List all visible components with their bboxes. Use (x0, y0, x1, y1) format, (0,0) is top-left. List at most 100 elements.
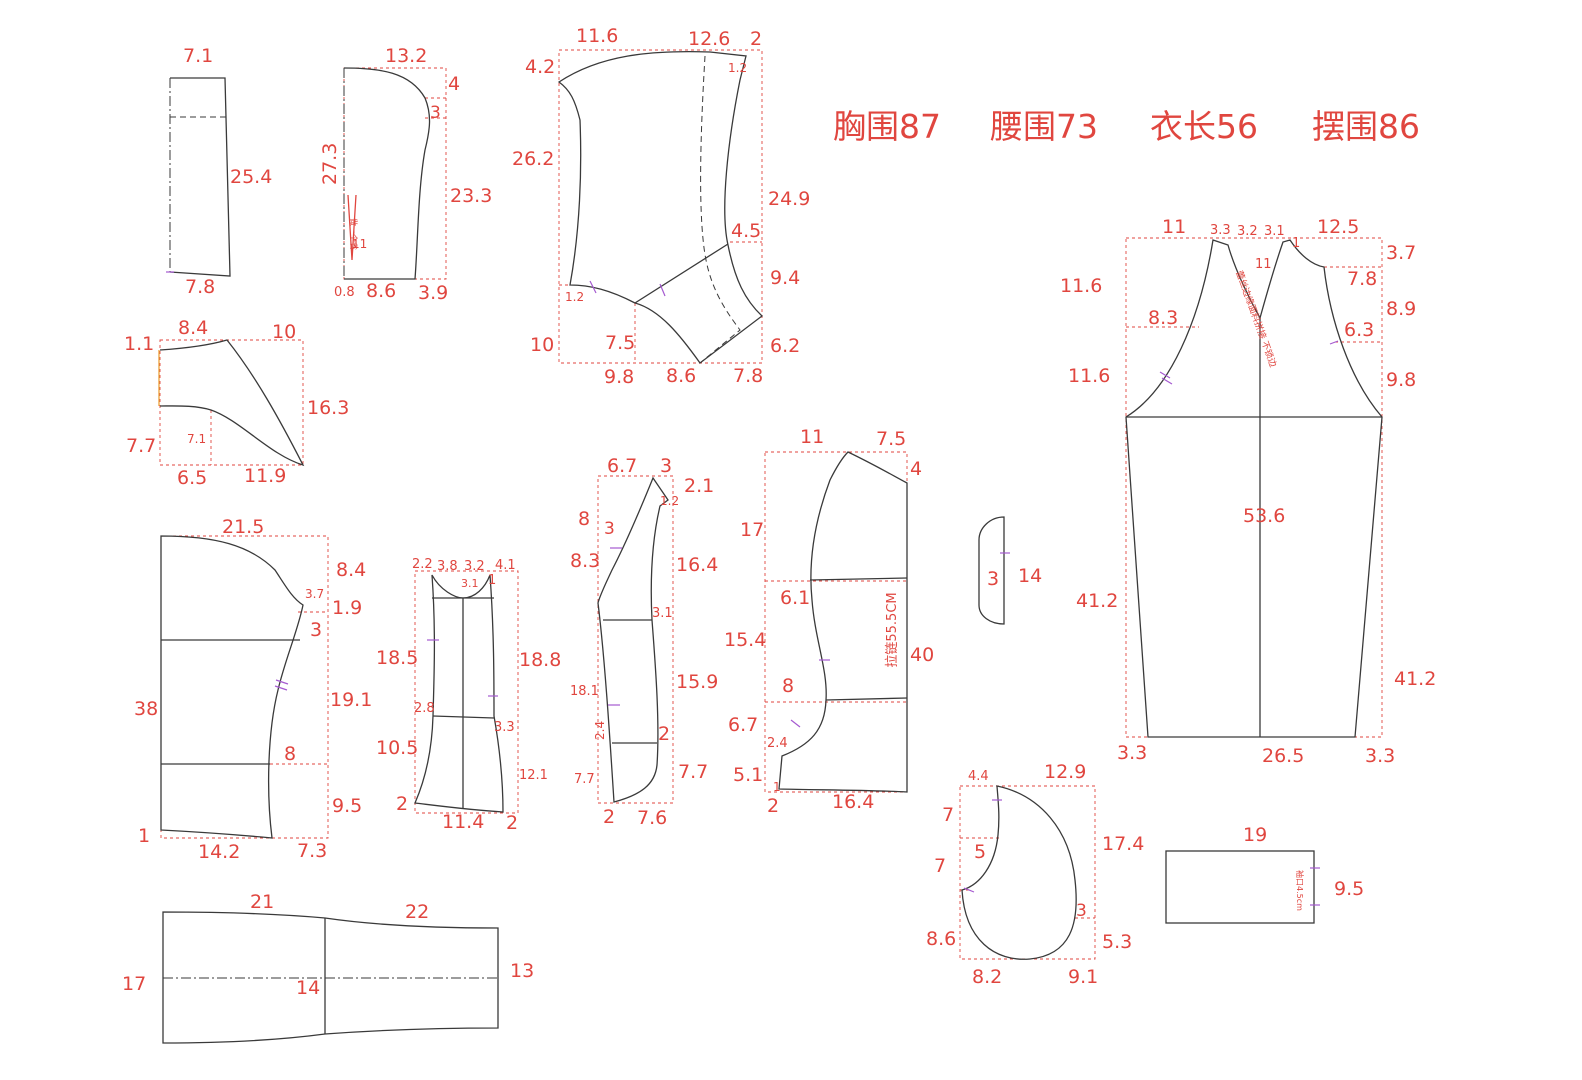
dim-label: 11 (1255, 257, 1272, 272)
dim-label: 11.6 (1060, 275, 1102, 297)
dim-label: 12.5 (1317, 216, 1359, 238)
dim-label: 3 (604, 519, 615, 539)
dim-label: 3.8 (437, 559, 458, 574)
dim-label: 7.6 (637, 807, 667, 829)
dim-label: 1 (138, 825, 150, 847)
waist-measure: 腰围73 (990, 107, 1098, 146)
dim-label: 1 (1292, 236, 1300, 251)
dim-label: 14 (1018, 565, 1042, 587)
dim-label: 10.5 (376, 737, 418, 759)
dim-label: 0.8 (334, 285, 355, 300)
dim-label: 12.6 (688, 28, 730, 50)
dim-label: 4 (448, 73, 460, 95)
pattern-piece-lower-sleeve (162, 911, 499, 1044)
dim-label: 13 (510, 960, 534, 982)
measurement-labels: 7.1 25.4 7.8 13.2 4 3 27.3 23.3 11 0.8 8… (122, 25, 1436, 999)
dim-label: 8.6 (926, 928, 956, 950)
dim-label: 7 (942, 804, 954, 826)
dim-label: 8.2 (972, 966, 1002, 988)
pattern-piece-back-bodice (160, 535, 329, 839)
dim-label: 8.9 (1386, 298, 1416, 320)
dim-label: 3 (987, 568, 999, 590)
dim-label: 16.4 (832, 791, 874, 813)
dim-label: 3.3 (494, 720, 515, 735)
dim-label: 2.2 (412, 557, 433, 572)
dim-label: 1.9 (332, 597, 362, 619)
pattern-piece-tab (978, 516, 1010, 625)
dim-label: 7.7 (126, 435, 156, 457)
pattern-piece-cuff: 袖口4.5cm (1165, 850, 1320, 924)
dim-label: 6.2 (770, 335, 800, 357)
length-measure: 衣长56 (1150, 107, 1258, 146)
dim-label: 18.5 (376, 647, 418, 669)
dim-label: 10 (272, 321, 296, 343)
dim-label: 9.8 (604, 366, 634, 388)
dim-label: 6.1 (780, 587, 810, 609)
dim-label: 38 (134, 698, 158, 720)
dim-label: 8.4 (336, 559, 366, 581)
dim-label: 24.9 (768, 188, 810, 210)
dim-label: 6.5 (177, 467, 207, 489)
dim-label: 6.7 (728, 714, 758, 736)
dim-label: 3 (1076, 901, 1087, 921)
dim-label: 3.1 (461, 577, 479, 590)
dim-label: 8.3 (570, 550, 600, 572)
dim-label: 14 (296, 977, 320, 999)
dim-label: 14.2 (198, 841, 240, 863)
dim-label: 25.4 (230, 166, 272, 188)
sleeve-dart-note: 做一个省 (349, 218, 359, 250)
dim-label: 9.5 (332, 795, 362, 817)
dim-label: 16.4 (676, 554, 718, 576)
dim-label: 2.1 (684, 475, 714, 497)
dim-label: 3.2 (464, 559, 485, 574)
dim-label: 11 (1162, 216, 1186, 238)
dim-label: 9.8 (1386, 369, 1416, 391)
dim-label: 3.1 (652, 606, 673, 621)
dim-label: 8.3 (1148, 307, 1178, 329)
dim-label: 7.7 (678, 761, 708, 783)
dim-label: 4.1 (495, 558, 516, 573)
dim-label: 23.3 (450, 185, 492, 207)
pattern-piece-zipper-back: 拉链55.5CM (764, 451, 908, 793)
dim-label: 7.5 (876, 428, 906, 450)
dim-label: 19 (1243, 824, 1267, 846)
pattern-piece-side-yoke (158, 339, 305, 467)
neck-lace-note: 蕾丝边缘面料拼接 不锁边 (1233, 269, 1279, 369)
dim-label: 7 (934, 855, 946, 877)
dim-label: 22 (405, 901, 429, 923)
dim-label: 7.8 (733, 365, 763, 387)
dim-label: 13.2 (385, 45, 427, 67)
dim-label: 6.7 (607, 455, 637, 477)
pattern-piece-sleeve-cap: 做一个省 (343, 67, 447, 280)
dim-label: 21 (250, 891, 274, 913)
dim-label: 11.6 (576, 25, 618, 47)
dim-label: 2 (396, 793, 408, 815)
pattern-piece-front-bodice (557, 49, 764, 364)
dim-label: 11 (352, 237, 367, 251)
dim-label: 1.1 (124, 333, 154, 355)
dim-label: 3.2 (1237, 224, 1258, 239)
dim-label: 7.8 (1347, 268, 1377, 290)
dim-label: 1.2 (660, 494, 679, 508)
cuff-note: 袖口4.5cm (1295, 870, 1305, 911)
dim-label: 1.2 (565, 290, 584, 304)
dim-label: 19.1 (330, 689, 372, 711)
zipper-note: 拉链55.5CM (885, 592, 900, 667)
dim-label: 26.2 (512, 148, 554, 170)
dim-label: 53.6 (1243, 505, 1285, 527)
dim-label: 18.8 (519, 649, 561, 671)
dim-label: 8.6 (366, 280, 396, 302)
dim-label: 9.1 (1068, 966, 1098, 988)
dim-label: 3.7 (1386, 242, 1416, 264)
dim-label: 15.9 (676, 671, 718, 693)
dim-label: 2 (603, 806, 615, 828)
dim-label: 8 (782, 675, 794, 697)
chest-measure: 胸围87 (833, 107, 941, 146)
dim-label: 12.9 (1044, 761, 1086, 783)
dim-label: 7.7 (574, 772, 595, 787)
dim-label: 11 (800, 426, 824, 448)
dim-label: 1 (773, 780, 781, 794)
dim-label: 10 (530, 334, 554, 356)
dim-label: 41.2 (1076, 590, 1118, 612)
